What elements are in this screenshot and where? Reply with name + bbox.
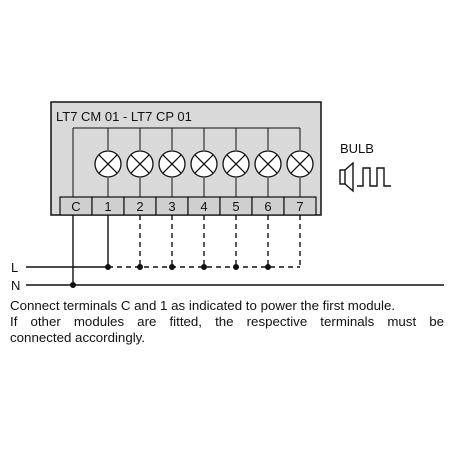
lamp-cross-icon — [254, 150, 282, 178]
caption-line-1: Connect terminals C and 1 as indicated t… — [10, 298, 396, 313]
lamp-row — [94, 150, 314, 178]
lamp-cross-icon — [286, 150, 314, 178]
speaker-icon — [339, 161, 354, 193]
line-label-l: L — [11, 260, 18, 275]
terminal-labels: C 1 2 3 4 5 6 7 — [71, 199, 303, 214]
lamp-cross-icon — [190, 150, 218, 178]
lamp-cross-icon — [222, 150, 250, 178]
terminal-label-1: 1 — [104, 199, 111, 214]
square-wave-icon — [357, 167, 391, 187]
lamp-cross-icon — [94, 150, 122, 178]
caption-line-2: If other modules are fitted, the respect… — [10, 314, 444, 329]
caption-line-3: connected accordingly. — [10, 330, 146, 345]
line-label-n: N — [11, 278, 20, 293]
terminal-label-7: 7 — [296, 199, 303, 214]
lamp-cross-icon — [126, 150, 154, 178]
module-label: LT7 CM 01 - LT7 CP 01 — [56, 109, 192, 124]
terminal-block — [59, 196, 317, 216]
terminal-label-3: 3 — [168, 199, 175, 214]
terminal-label-c: C — [71, 199, 80, 214]
instruction-caption: Connect terminals C and 1 as indicated t… — [10, 298, 444, 346]
terminal-label-5: 5 — [232, 199, 239, 214]
external-wiring — [26, 215, 444, 286]
terminal-label-6: 6 — [264, 199, 271, 214]
optional-wiring — [108, 215, 301, 268]
terminal-label-4: 4 — [200, 199, 207, 214]
internal-wiring — [72, 127, 301, 197]
lamp-cross-icon — [158, 150, 186, 178]
terminal-label-2: 2 — [136, 199, 143, 214]
bulb-label: BULB — [340, 141, 374, 156]
junction-dots — [70, 264, 271, 288]
